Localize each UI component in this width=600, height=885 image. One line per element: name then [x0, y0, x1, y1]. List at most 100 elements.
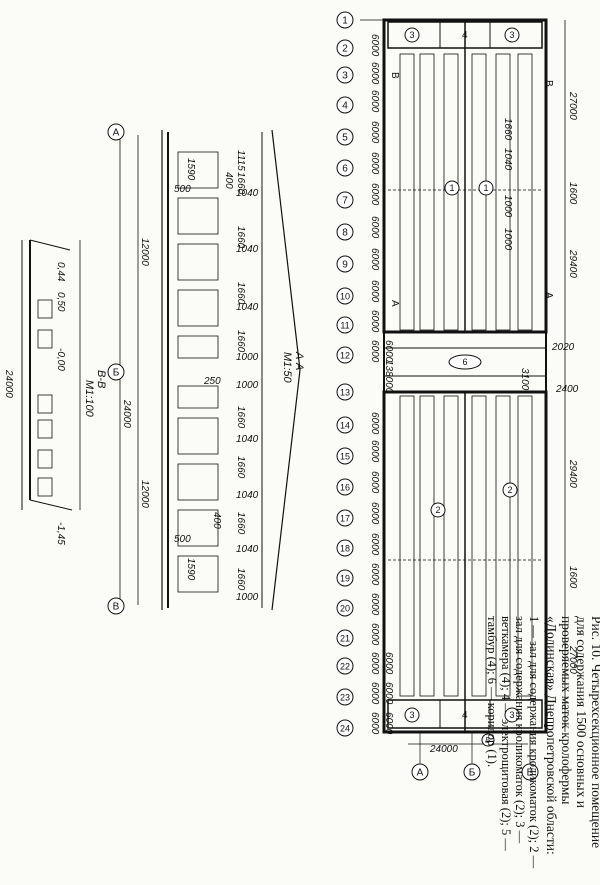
svg-text:500: 500	[174, 184, 191, 195]
svg-text:4: 4	[342, 101, 348, 112]
plan-overall-dimensions: 27000 1600 29400 2020 3100 2400 29400 16…	[429, 91, 579, 755]
svg-text:0,50: 0,50	[55, 292, 66, 312]
dim-label: 6000	[383, 340, 394, 363]
svg-text:1000: 1000	[236, 380, 259, 391]
svg-text:1660: 1660	[235, 512, 246, 535]
svg-text:24000: 24000	[429, 744, 458, 755]
svg-text:1660: 1660	[235, 568, 246, 591]
svg-text:A: A	[389, 300, 400, 307]
axis-bubble: А	[411, 763, 429, 781]
svg-text:4: 4	[462, 30, 468, 41]
svg-text:14: 14	[340, 421, 350, 431]
axis-bubble: 12	[336, 346, 354, 364]
dim-label: 6000	[369, 563, 380, 586]
svg-text:1: 1	[342, 16, 348, 27]
svg-text:3: 3	[509, 30, 514, 40]
figure-caption: Рис. 10. Четырехсекционное помещение для…	[482, 616, 600, 871]
svg-text:1000: 1000	[502, 195, 513, 218]
svg-text:1600: 1600	[567, 182, 578, 205]
svg-text:3: 3	[409, 710, 414, 720]
dim-label: 6000	[369, 412, 380, 435]
svg-text:1040: 1040	[236, 490, 259, 501]
axis-bubble: 11	[336, 316, 354, 334]
svg-text:1040: 1040	[502, 148, 513, 171]
column-axes: А Б В	[411, 763, 539, 781]
dim-label: 138000	[383, 360, 394, 394]
svg-text:5: 5	[486, 736, 491, 745]
svg-text:16: 16	[340, 483, 350, 493]
svg-text:А: А	[113, 128, 120, 139]
dim-label: 6000	[369, 62, 380, 85]
axis-bubble: 2	[336, 39, 354, 57]
svg-text:27000: 27000	[567, 91, 578, 120]
axis-bubble: 3	[336, 66, 354, 84]
svg-text:2: 2	[435, 505, 440, 515]
axis-bubble: 21	[336, 629, 354, 647]
svg-text:3: 3	[509, 710, 514, 720]
svg-text:24000: 24000	[3, 369, 14, 398]
section-aa-scale: М1:50	[281, 352, 293, 383]
svg-text:8: 8	[342, 228, 348, 239]
section-marks: B B A A	[389, 72, 554, 307]
svg-text:B: B	[543, 80, 554, 87]
svg-text:27000: 27000	[567, 645, 578, 674]
svg-text:3100: 3100	[519, 368, 530, 391]
svg-text:-1,45: -1,45	[55, 522, 66, 545]
axis-bubble: Б	[463, 763, 481, 781]
svg-text:15: 15	[340, 452, 350, 462]
dim-label: 6000	[369, 34, 380, 57]
dim-label: 6000	[369, 121, 380, 144]
svg-text:500: 500	[174, 534, 191, 545]
dim-label: 6000	[369, 623, 380, 646]
svg-text:1660: 1660	[235, 330, 246, 353]
dim-label: 6000	[369, 682, 380, 705]
dim-label: 6000	[369, 712, 380, 735]
svg-text:29400: 29400	[567, 459, 578, 488]
axis-bubble: 7	[336, 191, 354, 209]
svg-text:11: 11	[340, 321, 349, 331]
section-bb-scale: М1:100	[83, 380, 95, 418]
caption-title: Рис. 10. Четырехсекционное помещение для…	[544, 616, 600, 855]
svg-text:В: В	[527, 768, 534, 779]
svg-text:0,44: 0,44	[55, 262, 66, 282]
svg-text:6: 6	[342, 164, 348, 175]
svg-text:1660: 1660	[235, 172, 246, 195]
svg-text:1660: 1660	[235, 282, 246, 305]
svg-text:1590: 1590	[185, 158, 196, 181]
svg-text:18: 18	[340, 544, 350, 554]
svg-text:17: 17	[340, 514, 350, 524]
svg-text:1660: 1660	[235, 406, 246, 429]
axis-bubble: 1	[336, 11, 354, 29]
dim-label: 6000	[369, 310, 380, 333]
svg-text:20: 20	[340, 604, 350, 614]
section-bb	[21, 239, 81, 511]
svg-text:24000: 24000	[121, 399, 132, 428]
svg-text:5: 5	[342, 133, 348, 144]
svg-text:1040: 1040	[236, 188, 259, 199]
svg-text:1000: 1000	[502, 228, 513, 251]
svg-text:19: 19	[340, 574, 350, 584]
svg-text:6: 6	[462, 357, 467, 367]
svg-text:400: 400	[211, 512, 222, 529]
dim-label: 6000	[369, 593, 380, 616]
svg-text:13: 13	[340, 388, 350, 398]
cage-rows	[399, 53, 533, 697]
svg-text:1115: 1115	[235, 150, 246, 171]
row-axes: 1 2 3 4 5 6 7 8 9 10 11 12 13 14 15 16 1…	[336, 11, 354, 737]
svg-text:29400: 29400	[567, 249, 578, 278]
dim-label: 6000	[383, 712, 394, 735]
dim-label: 6000	[369, 248, 380, 271]
floor-plan	[360, 18, 566, 770]
svg-text:2: 2	[507, 485, 512, 495]
axis-bubble: 19	[336, 569, 354, 587]
svg-text:1600: 1600	[567, 566, 578, 589]
svg-text:9: 9	[342, 260, 348, 271]
svg-text:21: 21	[340, 634, 350, 644]
svg-text:1000: 1000	[236, 592, 259, 603]
axis-bubble: 10	[336, 287, 354, 305]
dim-label: 6000	[369, 471, 380, 494]
axis-bubble: 15	[336, 447, 354, 465]
section-aa	[119, 129, 301, 611]
svg-text:1040: 1040	[236, 544, 259, 555]
